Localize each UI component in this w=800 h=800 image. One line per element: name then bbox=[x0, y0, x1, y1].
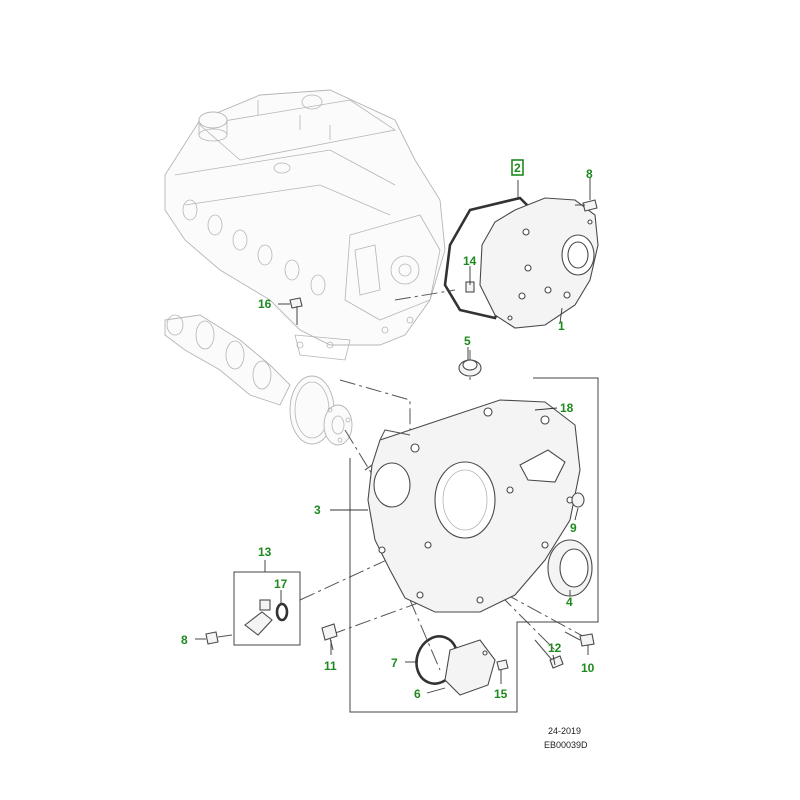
callout-2-highlight bbox=[511, 159, 524, 176]
callouts: 2 8 1 14 16 5 18 3 9 4 13 17 8 12 10 11 … bbox=[181, 159, 595, 701]
callout-14: 14 bbox=[463, 254, 477, 268]
bolt-10 bbox=[564, 631, 595, 647]
callout-9: 9 bbox=[570, 521, 577, 535]
inspection-cover bbox=[444, 639, 496, 696]
o-ring-17 bbox=[275, 602, 289, 622]
callout-10: 10 bbox=[581, 661, 595, 675]
bolt-8-top bbox=[575, 199, 598, 212]
drawing-id: EB00039D bbox=[544, 740, 588, 750]
leader-lines bbox=[195, 178, 591, 694]
callout-6: 6 bbox=[414, 687, 421, 701]
reference-codes: 24-2019 EB00039D bbox=[544, 726, 588, 750]
callout-13: 13 bbox=[258, 545, 272, 559]
bolt-8-left bbox=[205, 631, 233, 645]
callout-4: 4 bbox=[566, 595, 573, 609]
date-code: 24-2019 bbox=[548, 726, 581, 736]
callout-18: 18 bbox=[560, 401, 574, 415]
callout-16: 16 bbox=[258, 297, 272, 311]
bolt-15 bbox=[496, 659, 509, 671]
position-sensor bbox=[244, 599, 273, 636]
callout-12: 12 bbox=[548, 641, 562, 655]
flywheel-housing bbox=[364, 399, 581, 613]
callout-7: 7 bbox=[391, 656, 398, 670]
bolt-16 bbox=[289, 297, 303, 325]
callout-15: 15 bbox=[494, 687, 508, 701]
assembly-frame bbox=[349, 377, 599, 713]
callout-17: 17 bbox=[274, 577, 288, 591]
crankshaft-outline bbox=[164, 314, 353, 446]
crankshaft-seal bbox=[547, 539, 593, 597]
sensor-bushing bbox=[458, 359, 482, 377]
bolt-11 bbox=[321, 623, 338, 651]
callout-8-top: 8 bbox=[586, 167, 593, 181]
rear-cover bbox=[479, 197, 599, 329]
engine-block-outline bbox=[164, 89, 446, 361]
callout-2: 2 bbox=[514, 161, 521, 175]
dowel-9 bbox=[571, 492, 585, 508]
callout-8-left: 8 bbox=[181, 633, 188, 647]
callout-11: 11 bbox=[324, 659, 337, 673]
callout-5: 5 bbox=[464, 334, 471, 348]
bolt-12 bbox=[534, 639, 564, 669]
sensor-kit-frame bbox=[233, 571, 301, 646]
callout-3: 3 bbox=[314, 503, 321, 517]
callout-1: 1 bbox=[558, 319, 565, 333]
